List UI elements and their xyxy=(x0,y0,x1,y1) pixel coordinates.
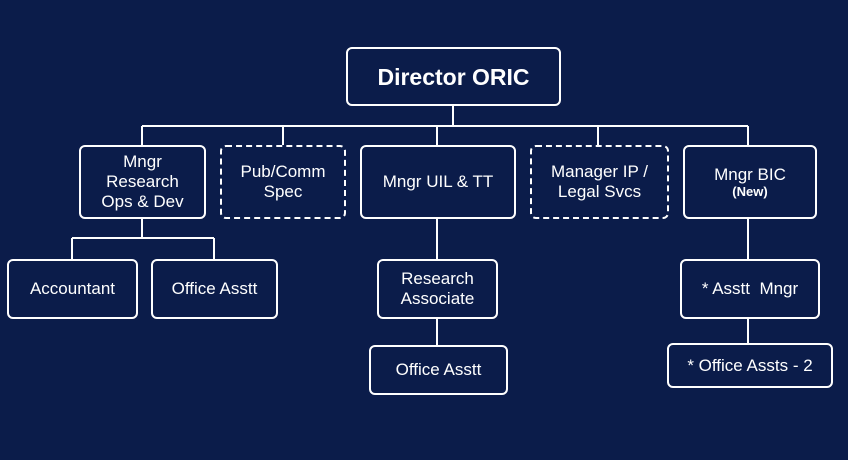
pub-comm-line1: Pub/Comm xyxy=(240,162,326,181)
mngr-uil-box: Mngr UIL & TT xyxy=(360,145,516,219)
office-asst-1-label: Office Asstt xyxy=(171,279,258,298)
office-asst-2-label: Office Asstt xyxy=(395,360,482,379)
research-associate-box: Research Associate xyxy=(377,259,498,319)
office-asst-1-box: Office Asstt xyxy=(151,259,278,319)
accountant-label: Accountant xyxy=(29,279,116,298)
director-oric-label: Director ORIC xyxy=(377,63,530,90)
pub-comm-box: Pub/Comm Spec xyxy=(220,145,346,219)
office-assts-2-box: * Office Assts - 2 xyxy=(667,343,833,388)
mngr-bic-box: Mngr BIC (New) xyxy=(683,145,817,219)
asst-mngr-box: * Asstt Mngr xyxy=(680,259,820,319)
research-associate-line1: Research xyxy=(401,269,474,288)
pub-comm-line2: Spec xyxy=(263,182,303,201)
director-oric-box: Director ORIC xyxy=(346,47,561,106)
mngr-bic-line1: Mngr BIC xyxy=(714,165,786,184)
mngr-bic-new-badge: (New) xyxy=(732,184,768,199)
office-asst-2-box: Office Asstt xyxy=(369,345,508,395)
mngr-research-line1: Mngr xyxy=(123,152,162,171)
accountant-box: Accountant xyxy=(7,259,138,319)
research-associate-line2: Associate xyxy=(400,289,475,308)
mngr-uil-label: Mngr UIL & TT xyxy=(382,172,494,191)
mngr-research-line2: Research xyxy=(106,172,179,191)
mngr-research-line3: Ops & Dev xyxy=(101,192,184,211)
asst-mngr-label: * Asstt Mngr xyxy=(701,279,799,298)
office-assts-2-label: * Office Assts - 2 xyxy=(687,355,813,375)
manager-ip-box: Manager IP / Legal Svcs xyxy=(530,145,669,219)
manager-ip-line2: Legal Svcs xyxy=(557,182,642,201)
manager-ip-line1: Manager IP / xyxy=(550,162,649,181)
mngr-research-box: Mngr Research Ops & Dev xyxy=(79,145,206,219)
